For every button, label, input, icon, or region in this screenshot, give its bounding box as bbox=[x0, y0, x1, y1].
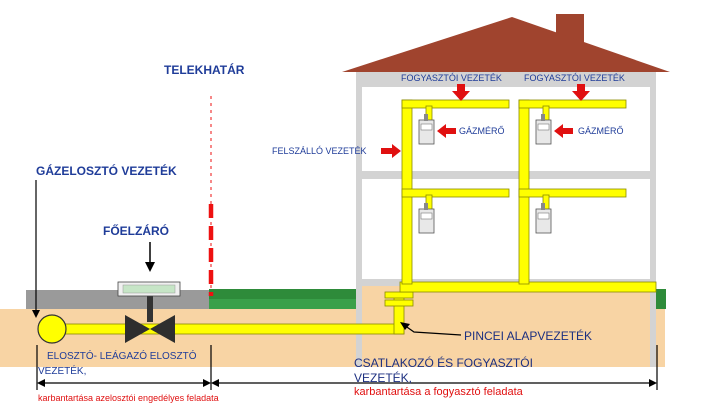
roof bbox=[342, 17, 670, 72]
grass-left bbox=[209, 289, 356, 299]
grass-right bbox=[656, 289, 666, 309]
arrow-pincei bbox=[400, 322, 410, 330]
arrow-left-gazmero-1 bbox=[437, 124, 456, 138]
branch-lower-right bbox=[518, 188, 627, 198]
main-shutoff-valve bbox=[117, 281, 181, 343]
branch-lower-left bbox=[401, 188, 510, 198]
fogyasztoi-label-1: FOGYASZTÓI VEZETÉK bbox=[401, 73, 502, 83]
distribution-pipe-section bbox=[37, 314, 67, 344]
arrow-down-fogyasztoi-1 bbox=[452, 84, 470, 101]
arrow-down-fozaro bbox=[145, 262, 155, 272]
pipe-flange bbox=[384, 291, 414, 299]
gazeloszto-label: GÁZELOSZTÓ VEZETÉK bbox=[36, 164, 177, 178]
pavement bbox=[26, 290, 209, 309]
karbantartas-left-label: karbantartása azelosztói engedélyes fela… bbox=[38, 393, 219, 403]
arrow-down-gazeloszto bbox=[32, 310, 40, 318]
gas-meter-upper-left bbox=[418, 114, 435, 145]
arrow-left-gazmero-2 bbox=[554, 124, 573, 138]
branch-upper-left bbox=[401, 99, 510, 109]
eloszto-label-line2: VEZETÉK, bbox=[38, 366, 87, 377]
fozaro-label: FŐELZÁRÓ bbox=[103, 224, 169, 238]
karbantartas-right-label: karbantartása a fogyasztó feladata bbox=[354, 386, 523, 398]
basement bbox=[362, 286, 650, 367]
eloszto-label-line1: ELOSZTÓ- LEÁGAZÓ ELOSZTÓ bbox=[47, 351, 197, 362]
gazmero-label-1: GÁZMÉRŐ bbox=[459, 126, 505, 136]
felszallo-label: FELSZÁLLÓ VEZETÉK bbox=[272, 146, 367, 156]
gas-meter-upper-right bbox=[535, 114, 552, 145]
arrow-down-fogyasztoi-2 bbox=[572, 84, 590, 101]
fogyasztoi-label-2: FOGYASZTÓI VEZETÉK bbox=[524, 73, 625, 83]
gas-meter-lower-right bbox=[535, 203, 552, 234]
arrow-right-felszallo bbox=[381, 144, 401, 158]
branch-upper-right bbox=[518, 99, 627, 109]
dim-arrow-left-end bbox=[203, 379, 211, 387]
telekhatar-label: TELEKHATÁR bbox=[164, 63, 245, 77]
pincei-label: PINCEI ALAPVEZETÉK bbox=[464, 329, 593, 343]
dim-arrow-right-end bbox=[649, 379, 657, 387]
dim-arrow-left-start bbox=[37, 379, 45, 387]
gazmero-label-2: GÁZMÉRŐ bbox=[578, 126, 624, 136]
csatlakozo-label-line2: VEZETÉK, bbox=[354, 371, 413, 385]
dim-arrow-right-start bbox=[211, 379, 219, 387]
csatlakozo-label-line1: CSATLAKOZÓ ÉS FOGYASZTÓI bbox=[354, 356, 533, 370]
pipe-horizontal bbox=[59, 323, 405, 335]
gas-meter-lower-left bbox=[418, 203, 435, 234]
